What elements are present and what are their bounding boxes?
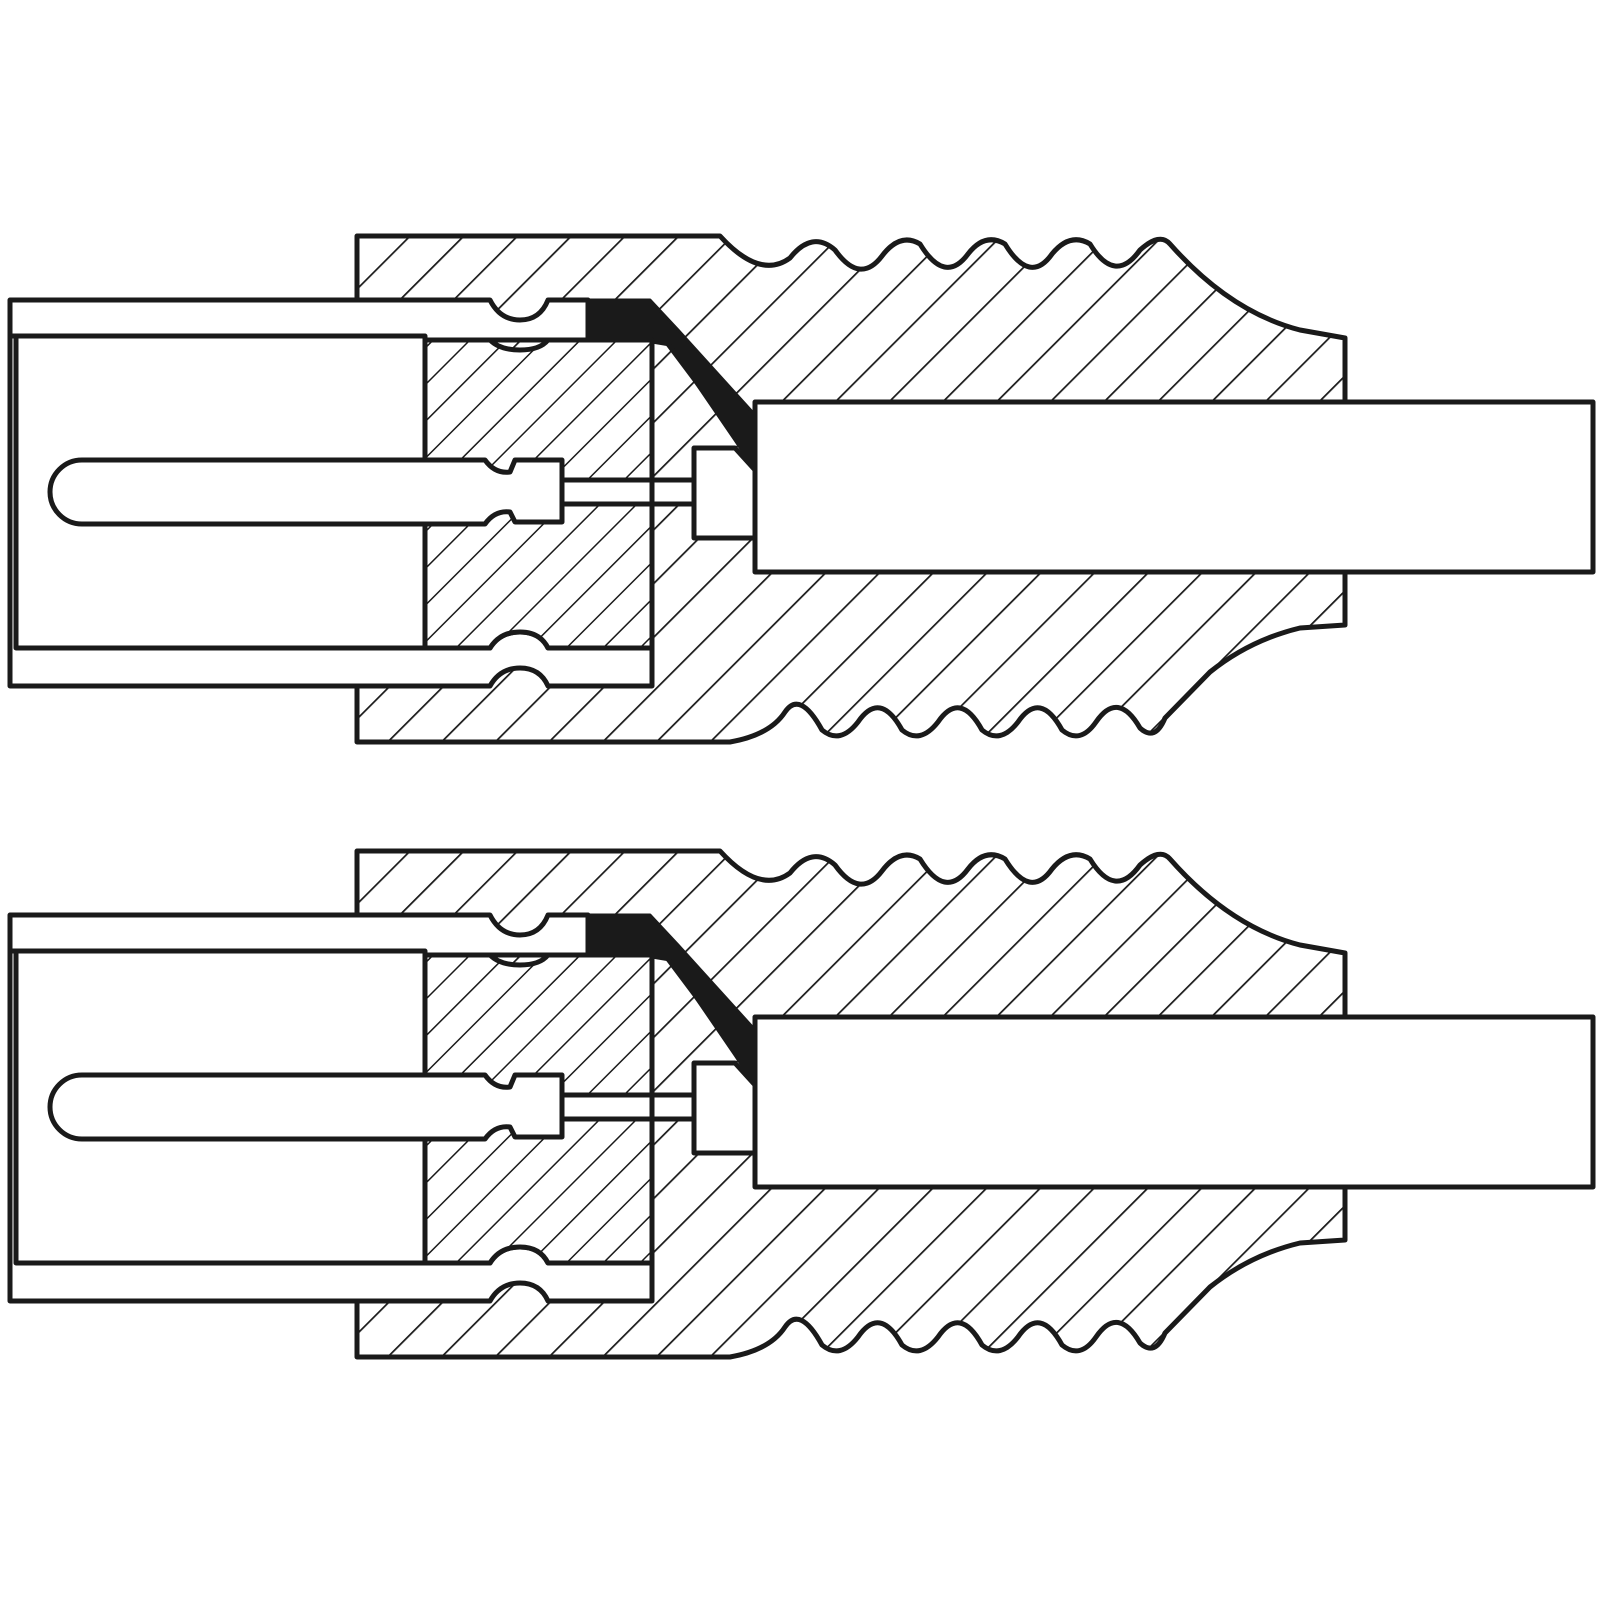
lower-connector [10, 851, 1593, 1357]
upper-connector [10, 236, 1593, 742]
